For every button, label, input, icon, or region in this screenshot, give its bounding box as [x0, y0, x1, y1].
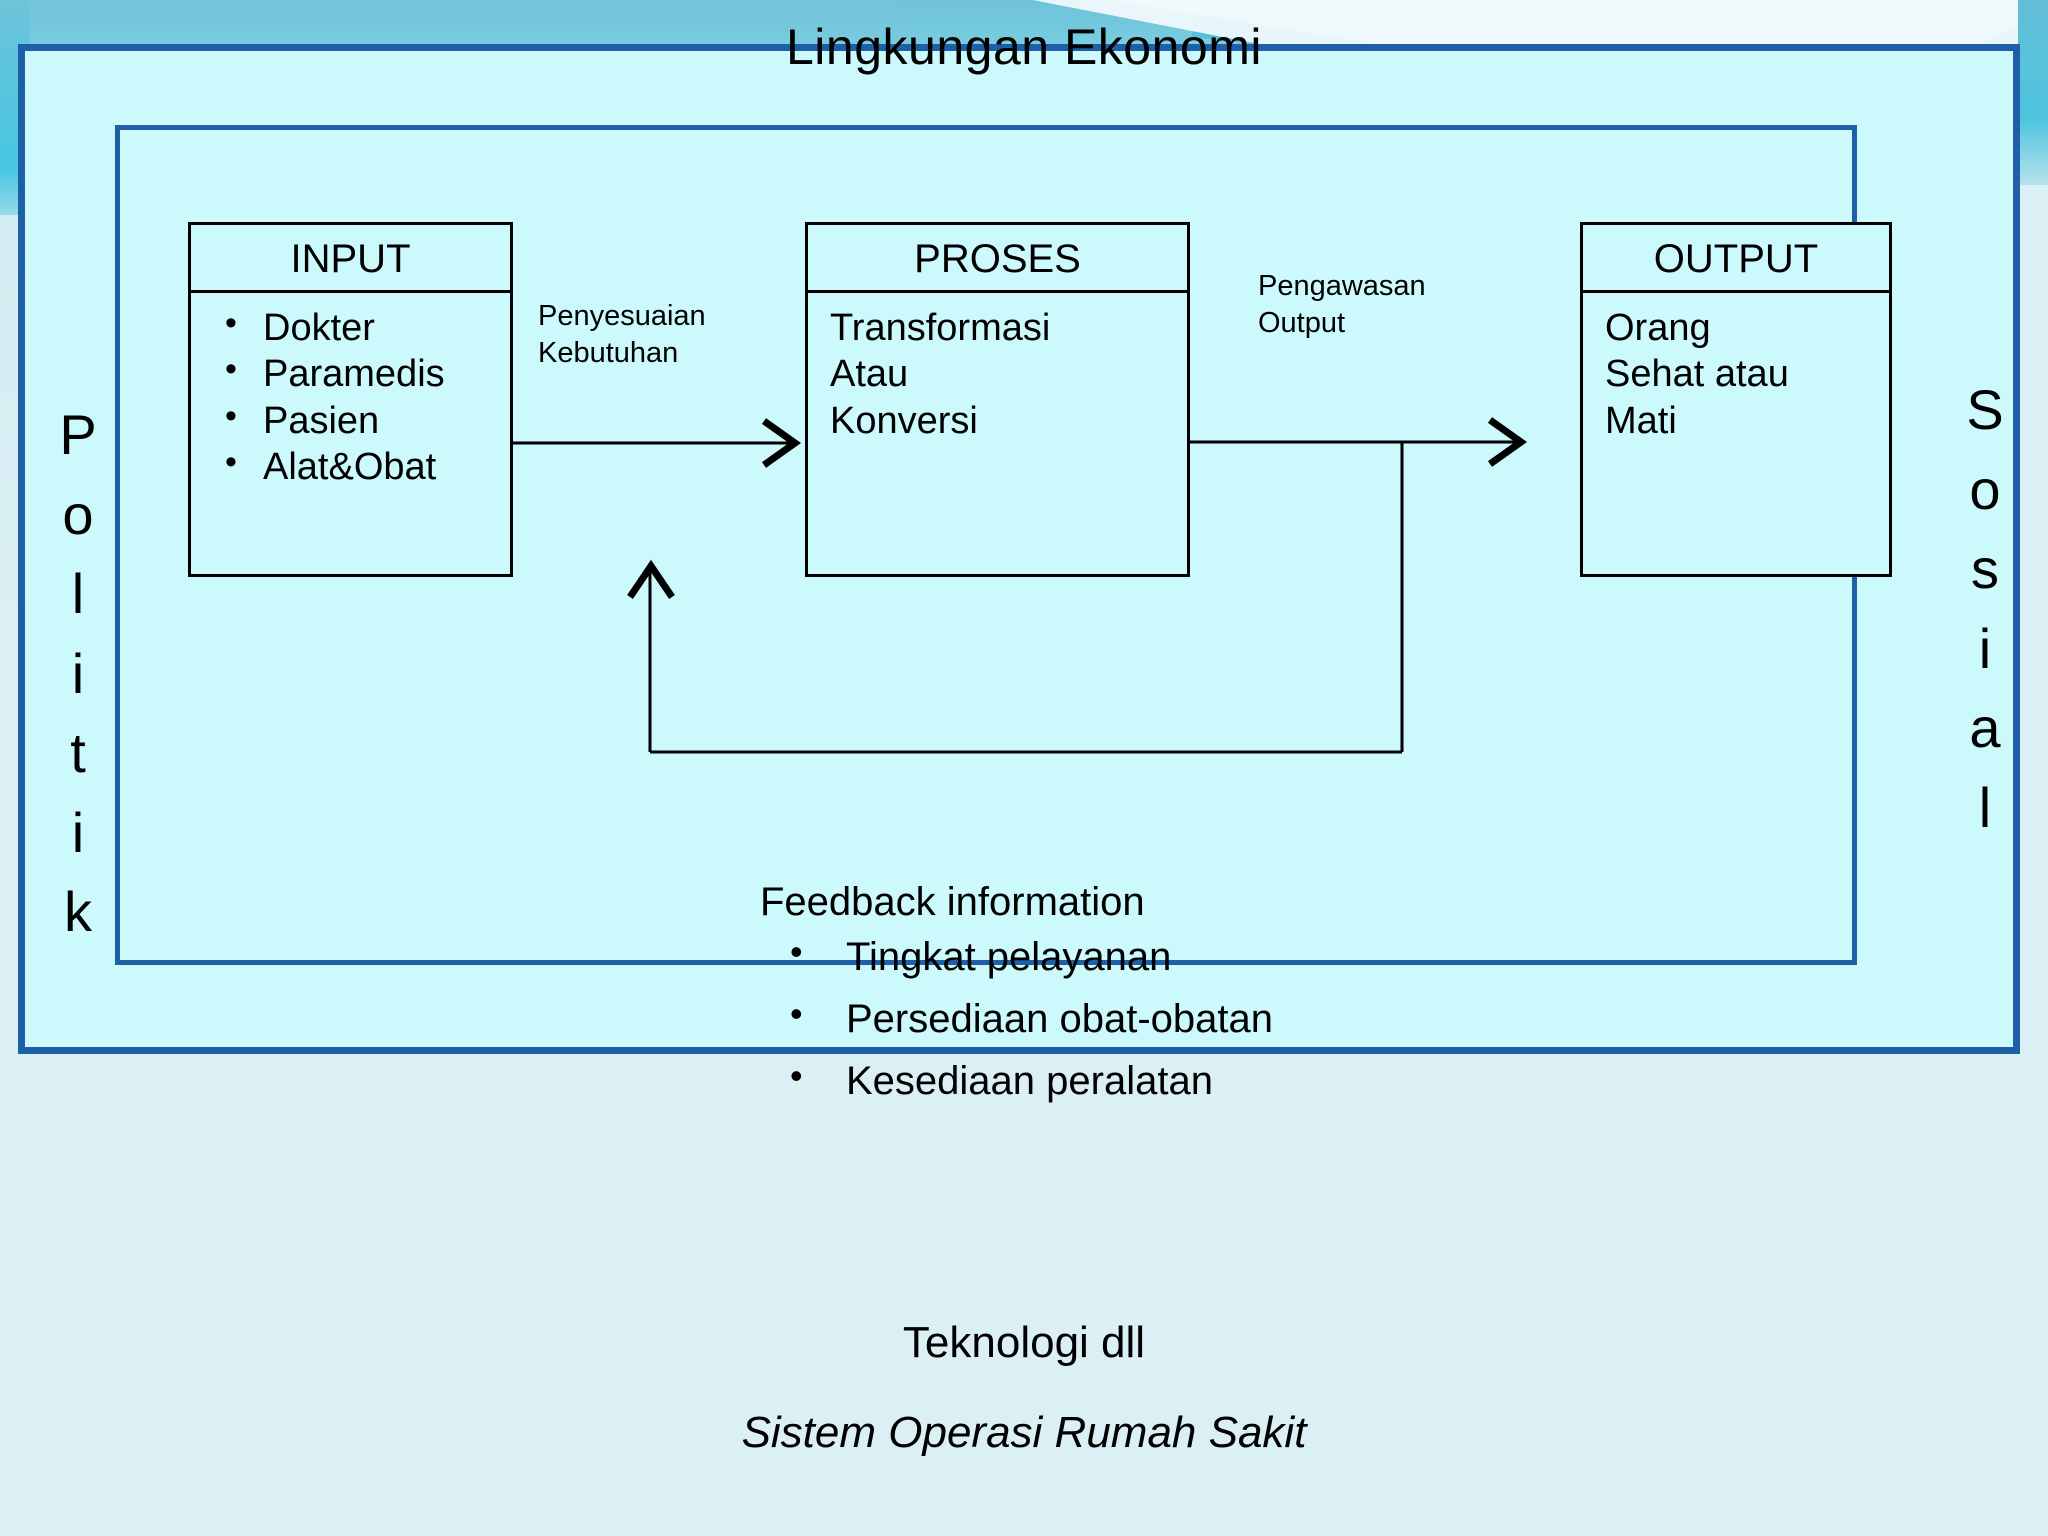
output-line: Sehat atau [1605, 353, 1789, 396]
edge-label-line: Output [1258, 306, 1346, 339]
vertical-letter: i [1978, 616, 1992, 680]
node-output-header: OUTPUT [1583, 225, 1889, 293]
output-line: Mati [1605, 399, 1677, 442]
node-proses[interactable]: PROSES Transformasi Atau Konversi [805, 222, 1190, 577]
vertical-letter: a [1969, 696, 2001, 760]
list-item: Tingkat pelayanan [784, 930, 1520, 981]
vertical-letter: P [59, 403, 97, 466]
node-input-header: INPUT [191, 225, 510, 293]
vertical-letter: o [1969, 457, 2001, 521]
list-item: Pasien [217, 396, 510, 444]
proses-line: Konversi [830, 399, 978, 442]
edge-label-line: Pengawasan [1258, 270, 1426, 302]
node-input-body: Dokter Paramedis Pasien Alat&Obat [191, 293, 510, 490]
feedback-block: Feedback information Tingkat pelayanan P… [760, 880, 1520, 1119]
node-proses-body: Transformasi Atau Konversi [808, 293, 1187, 444]
output-line: Orang [1605, 307, 1711, 349]
list-item: Paramedis [217, 349, 510, 397]
feedback-item-list: Tingkat pelayanan Persediaan obat-obatan… [760, 930, 1520, 1105]
edge-label-line: Penyesuaian [538, 300, 706, 332]
list-item: Kesediaan peralatan [784, 1054, 1520, 1105]
edge-label-input-to-proses: Penyesuaian Kebutuhan [538, 298, 768, 371]
vertical-letter: s [1971, 537, 1999, 601]
edge-label-proses-to-output: Pengawasan Output [1258, 268, 1498, 341]
node-proses-header: PROSES [808, 225, 1187, 293]
vertical-letter: i [71, 800, 85, 864]
vertical-letter: i [71, 641, 85, 705]
node-input[interactable]: INPUT Dokter Paramedis Pasien Alat&Obat [188, 222, 513, 577]
feedback-title: Feedback information [760, 880, 1145, 924]
right-teal-accent [2018, 0, 2048, 200]
environment-title: Lingkungan Ekonomi [786, 19, 1262, 75]
slide-caption: Sistem Operasi Rumah Sakit [741, 1408, 1307, 1457]
vertical-letter: S [1966, 378, 2004, 441]
list-item: Persediaan obat-obatan [784, 992, 1520, 1043]
node-output[interactable]: OUTPUT Orang Sehat atau Mati [1580, 222, 1892, 577]
vertical-letter: l [1978, 775, 1992, 839]
list-item: Alat&Obat [217, 442, 510, 490]
proses-line: Atau [830, 353, 909, 396]
input-item-list: Dokter Paramedis Pasien Alat&Obat [191, 303, 510, 490]
list-item: Dokter [217, 303, 510, 351]
vertical-letter: t [70, 721, 86, 785]
vertical-letter: l [71, 562, 85, 626]
vertical-letter: o [62, 482, 94, 546]
node-output-body: Orang Sehat atau Mati [1583, 293, 1889, 444]
environment-label-bottom: Teknologi dll [902, 1318, 1146, 1367]
edge-label-line: Kebutuhan [538, 336, 679, 369]
proses-line: Transformasi [830, 307, 1051, 349]
caption-bar [0, 1060, 2048, 1536]
vertical-letter: k [64, 880, 92, 944]
